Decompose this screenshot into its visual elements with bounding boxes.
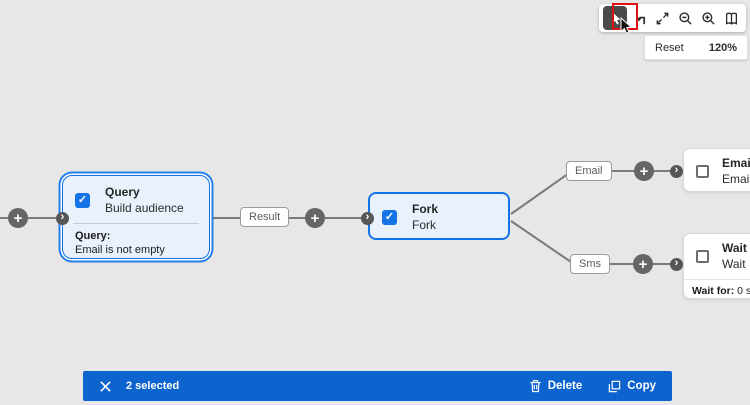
- node-divider: [73, 223, 199, 224]
- node-title: Email: [722, 156, 750, 170]
- plus-icon: +: [310, 209, 320, 227]
- plus-icon: +: [639, 162, 649, 180]
- edge-label-email: Email: [566, 161, 612, 181]
- checkbox-checked[interactable]: ✓: [382, 210, 397, 225]
- node-fork[interactable]: ✓ Fork Fork: [368, 192, 510, 240]
- zoom-out-button[interactable]: [675, 6, 696, 30]
- checkbox-unchecked[interactable]: [696, 165, 709, 178]
- selection-action-bar: 2 selected Delete Copy: [83, 371, 672, 401]
- node-email-header: Email Email: [684, 149, 750, 194]
- cursor-icon: [612, 11, 620, 24]
- node-title: Fork: [412, 202, 439, 216]
- reorder-paths-button[interactable]: [629, 6, 650, 30]
- node-port-icon: ›: [361, 211, 374, 225]
- footer-value: Email is not empty: [75, 244, 165, 256]
- edge-label-sms: Sms: [570, 254, 610, 274]
- delete-label: Delete: [547, 380, 583, 392]
- select-tool-button[interactable]: [603, 6, 627, 30]
- magnifier-minus-icon: [679, 11, 692, 25]
- node-wait-header: Wait Wait: [684, 234, 750, 279]
- overview-map-button[interactable]: [721, 6, 742, 30]
- add-activity-button[interactable]: +: [634, 161, 654, 181]
- zoom-level: 120%: [708, 41, 737, 54]
- node-subtitle: Wait: [722, 257, 746, 271]
- trash-icon: [530, 380, 541, 393]
- plus-icon: +: [13, 209, 23, 227]
- footer-value: 0 seconds: [737, 285, 750, 297]
- plus-icon: +: [638, 255, 648, 273]
- add-activity-button[interactable]: +: [633, 254, 653, 274]
- footer-label: Wait for:: [692, 285, 735, 297]
- diagonal-arrows-icon: [656, 12, 669, 24]
- add-activity-button[interactable]: +: [8, 208, 28, 228]
- reset-zoom-button[interactable]: Reset: [655, 41, 684, 54]
- canvas-toolbar: [599, 4, 746, 32]
- copy-icon: [609, 380, 621, 392]
- clear-selection-button[interactable]: [99, 380, 112, 393]
- open-book-icon: [725, 12, 738, 25]
- node-query-footer: Query: Email is not empty: [63, 224, 209, 257]
- add-activity-button[interactable]: +: [305, 208, 325, 228]
- footer-label: Query:: [75, 230, 111, 242]
- node-port-icon: ›: [56, 211, 69, 225]
- copy-button[interactable]: Copy: [608, 380, 656, 393]
- zoom-panel: Reset 120%: [644, 35, 748, 60]
- node-title: Query: [105, 185, 140, 199]
- node-port-icon: ›: [670, 164, 683, 178]
- magnifier-plus-icon: [702, 11, 715, 25]
- node-port-icon: ›: [670, 257, 683, 271]
- node-divider: [684, 279, 750, 280]
- zoom-in-button[interactable]: [698, 6, 719, 30]
- copy-label: Copy: [627, 380, 656, 392]
- selection-count: 2 selected: [126, 380, 180, 392]
- checkbox-unchecked[interactable]: [696, 250, 709, 263]
- node-wait[interactable]: Wait Wait Wait for: 0 seconds: [683, 233, 750, 299]
- node-wait-footer: Wait for: 0 seconds: [684, 280, 750, 298]
- node-subtitle: Fork: [412, 218, 436, 232]
- edge-label-result: Result: [240, 207, 290, 227]
- corner-arrow-icon: [636, 16, 646, 24]
- node-query-header: ✓ Query Build audience: [63, 176, 209, 223]
- node-subtitle: Email: [722, 172, 750, 186]
- node-query[interactable]: ✓ Query Build audience Query: Email is n…: [62, 175, 210, 259]
- node-title: Wait: [722, 241, 747, 255]
- node-fork-header: ✓ Fork Fork: [370, 194, 508, 241]
- checkbox-checked[interactable]: ✓: [75, 193, 90, 208]
- node-email[interactable]: Email Email: [683, 148, 750, 192]
- close-icon: [100, 380, 111, 392]
- node-subtitle: Build audience: [105, 201, 184, 215]
- fit-view-button[interactable]: [652, 6, 673, 30]
- delete-button[interactable]: Delete: [529, 379, 583, 393]
